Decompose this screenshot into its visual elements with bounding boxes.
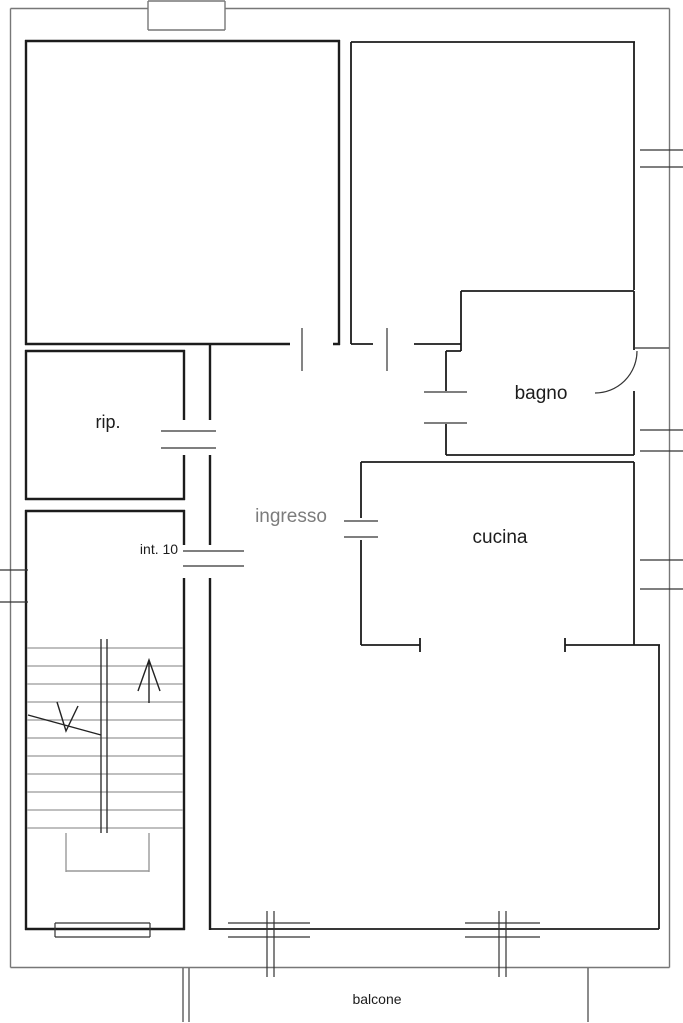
balcony-walls bbox=[182, 968, 589, 1022]
stair-landing bbox=[65, 833, 150, 872]
staircase bbox=[27, 639, 183, 872]
window-symbols bbox=[0, 149, 683, 938]
room-label-ingresso: ingresso bbox=[255, 506, 327, 527]
right-wing-walls bbox=[210, 41, 660, 930]
room-label-balcone: balcone bbox=[352, 991, 401, 1007]
stair-arrow-up bbox=[137, 657, 161, 703]
unit-label: int. 10 bbox=[140, 541, 178, 557]
exterior-walls bbox=[9, 0, 671, 969]
room-label-bagno: bagno bbox=[515, 383, 568, 404]
stair-divider bbox=[100, 639, 108, 833]
room-label-cucina: cucina bbox=[473, 527, 528, 548]
room-label-rip: rip. bbox=[95, 412, 120, 432]
door-ticks bbox=[161, 328, 669, 977]
stair-treads bbox=[27, 647, 183, 829]
left-wing-walls bbox=[24, 39, 341, 931]
bagno-door-arc bbox=[594, 350, 638, 394]
stair-arrow-down bbox=[27, 701, 102, 736]
